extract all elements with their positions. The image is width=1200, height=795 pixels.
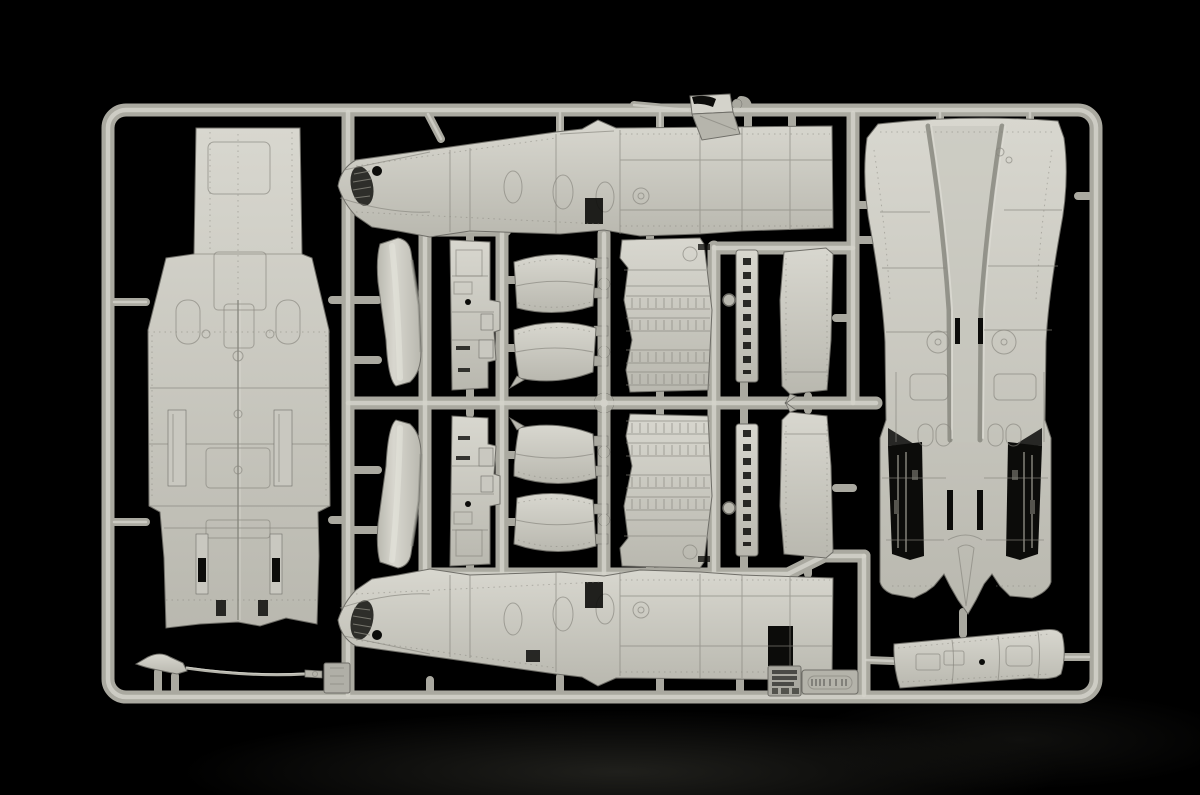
part-id-tags bbox=[767, 665, 859, 697]
center-channel bbox=[928, 126, 1002, 442]
part-ribbed-ramps bbox=[619, 237, 713, 569]
part-actuator-rails bbox=[722, 249, 759, 557]
part-tail-cone bbox=[893, 629, 1065, 689]
floor-glow-right bbox=[800, 690, 1200, 790]
part-pitot-boom bbox=[134, 653, 351, 694]
sprue-frame bbox=[101, 96, 1103, 704]
part-flap-panels bbox=[779, 247, 834, 559]
part-splitter-blades bbox=[376, 237, 423, 569]
part-fuselage-half-top bbox=[337, 119, 834, 238]
part-wing-lower bbox=[864, 117, 1067, 615]
part-fuselage-spine bbox=[147, 127, 331, 629]
part-intake-covers bbox=[508, 254, 597, 552]
part-fuselage-half-bottom bbox=[337, 568, 834, 687]
part-intake-lip bbox=[689, 93, 741, 141]
part-cockpit-sidewalls bbox=[449, 239, 501, 567]
